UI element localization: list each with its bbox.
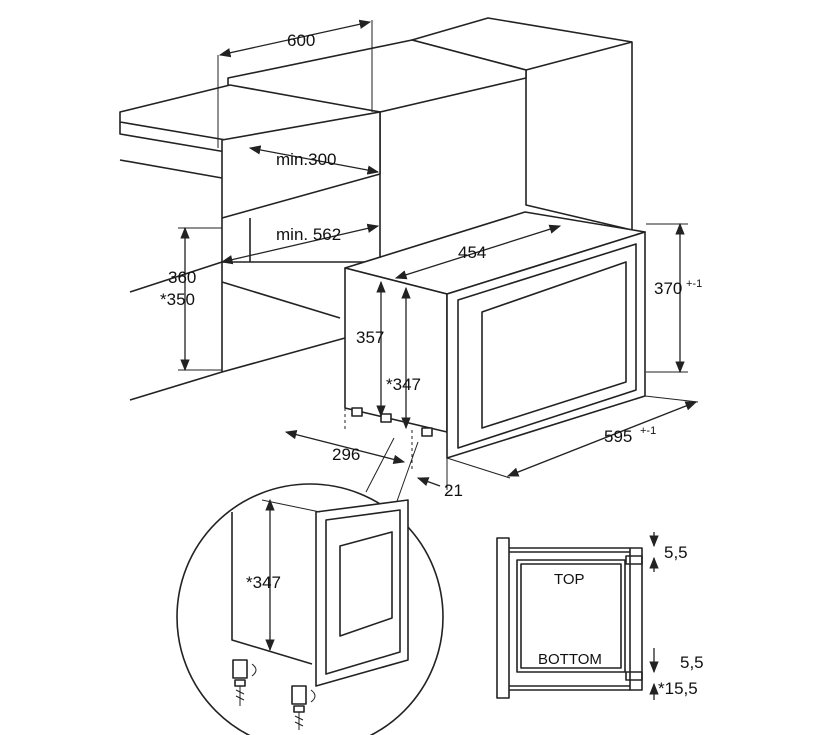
dim-600 [218, 19, 372, 58]
oven-foot-1 [351, 407, 363, 417]
dim-454 [394, 224, 562, 280]
right-cabinet-edge [525, 41, 633, 71]
gap-bottom-label: 5,5 [680, 653, 704, 672]
ext-595-right [644, 395, 699, 403]
callout-line-right [395, 441, 419, 505]
dim-595 [506, 401, 698, 477]
detail-side-panel [231, 512, 313, 665]
detail-front-frame [315, 499, 409, 687]
niche-floor-line [221, 281, 341, 319]
frame-inner-box [516, 559, 626, 673]
oven-window [481, 261, 627, 429]
frame-outer-lines-2 [509, 551, 630, 687]
label-370: 370 [654, 279, 682, 298]
oven-foot-3 [421, 427, 433, 437]
screw-right-icon [294, 712, 304, 730]
label-350: *350 [160, 290, 195, 309]
detail-label-347: *347 [246, 573, 281, 592]
gap-bottom-star-label: *15,5 [658, 679, 698, 698]
frame-left-bar [496, 537, 510, 699]
frame-top-clip [625, 555, 643, 565]
detail-window [339, 531, 393, 637]
foot-detail-callout: *347 [176, 437, 444, 735]
frame-section-detail: TOP BOTTOM 5,5 5,5 *15,5 [496, 532, 704, 700]
detail-door [325, 509, 401, 675]
frame-bottom-clip [625, 671, 643, 681]
oven-door [457, 243, 637, 449]
screw-foot-right [291, 685, 316, 730]
foot-block-left [232, 659, 248, 679]
rotate-arrow-right-icon [310, 689, 316, 703]
frame-outer-lines [509, 547, 630, 691]
frame-inner-box-2 [520, 563, 622, 669]
dimension-labels: 600 min.300 min. 562 360 *350 454 370 +-… [160, 31, 702, 500]
dimension-lines [178, 19, 699, 490]
foot-block-right [291, 685, 307, 705]
label-600: 600 [287, 31, 315, 50]
oven-unit [344, 211, 646, 459]
rotate-arrow-left-icon [251, 663, 257, 677]
left-counter-front [119, 122, 227, 153]
callout-line-left [365, 437, 395, 493]
dim-21 [416, 477, 441, 487]
screw-head-left [234, 679, 246, 687]
dim-min-300 [248, 145, 380, 175]
oven-foot-2 [380, 413, 392, 423]
label-357: 357 [356, 328, 384, 347]
label-370-tolerance: +-1 [686, 278, 702, 290]
detail-circle [176, 483, 444, 735]
label-347: *347 [386, 375, 421, 394]
frame-top-label: TOP [554, 571, 585, 588]
screw-left-icon [235, 686, 245, 706]
label-595-tolerance: +-1 [640, 425, 656, 437]
detail-ext-top [261, 499, 321, 513]
label-360: 360 [168, 268, 196, 287]
dim-min-562 [220, 223, 380, 265]
label-454: 454 [458, 243, 486, 262]
label-min-562: min. 562 [276, 225, 341, 244]
screw-foot-left [232, 659, 257, 706]
label-min-300: min.300 [276, 150, 336, 169]
lower-cabinet-top [129, 261, 223, 293]
lower-cabinet-floor [129, 337, 346, 401]
frame-bottom-label: BOTTOM [538, 651, 602, 668]
upper-shelf-line [119, 159, 223, 179]
ext-595-left [446, 457, 511, 479]
label-595: 595 [604, 427, 632, 446]
screw-head-right [293, 705, 305, 713]
gap-top-label: 5,5 [664, 543, 688, 562]
label-296: 296 [332, 445, 360, 464]
frame-right-bar [629, 547, 643, 691]
label-21: 21 [444, 481, 463, 500]
